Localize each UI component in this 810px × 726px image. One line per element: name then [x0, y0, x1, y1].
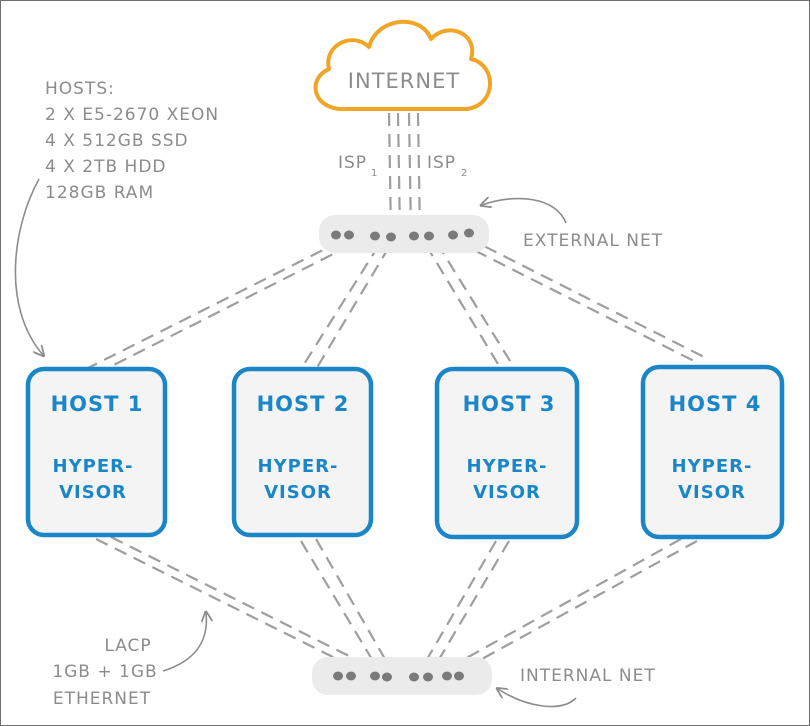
internal-switch-ports: [333, 671, 464, 682]
isp1-subscript: 1: [371, 168, 378, 179]
host-1-title: HOST 1: [51, 392, 144, 416]
internet-cloud: INTERNET: [313, 19, 492, 112]
host-2: HOST 2 HYPER- VISOR: [231, 366, 374, 538]
isp2-label: ISP: [427, 153, 456, 173]
internet-label: INTERNET: [348, 69, 460, 93]
hosts-spec-note: HOSTS: 2 X E5-2670 XEON 4 X 512GB SSD 4 …: [45, 79, 219, 203]
hosts-spec-line: 2 X E5-2670 XEON: [45, 105, 219, 125]
isp1-label: ISP: [338, 153, 367, 173]
host-1-role: VISOR: [59, 482, 127, 503]
host-1-role: HYPER-: [53, 456, 134, 477]
host-4: HOST 4 HYPER- VISOR: [640, 364, 785, 540]
host-2-title: HOST 2: [257, 392, 350, 416]
host-3: HOST 3 HYPER- VISOR: [434, 366, 580, 540]
external-net-arrow: [482, 199, 567, 224]
lacp-line: 1GB + 1GB: [52, 662, 157, 682]
host-3-role: VISOR: [473, 482, 541, 503]
hosts-spec-line: 4 X 2TB HDD: [45, 157, 167, 177]
internal-net-label: INTERNAL NET: [520, 666, 656, 686]
host-4-title: HOST 4: [669, 392, 762, 416]
host-2-role: HYPER-: [258, 456, 339, 477]
internal-links: [95, 536, 698, 666]
lacp-line: ETHERNET: [53, 689, 151, 709]
hosts-spec-line: 128GB RAM: [45, 183, 154, 203]
hosts-spec-line: 4 X 512GB SSD: [45, 131, 189, 151]
external-switch-ports: [331, 228, 474, 242]
isp2-subscript: 2: [461, 168, 468, 179]
hosts-spec-title: HOSTS:: [45, 79, 115, 99]
isp-labels: ISP 1 ISP 2: [338, 153, 468, 179]
external-switch: [319, 215, 489, 253]
internal-switch: [312, 657, 492, 695]
lacp-note: LACP 1GB + 1GB ETHERNET: [52, 636, 157, 709]
external-net-label: EXTERNAL NET: [523, 231, 663, 251]
host-3-title: HOST 3: [463, 392, 556, 416]
external-links: [85, 236, 709, 374]
lacp-line: LACP: [104, 636, 151, 656]
internal-net-arrow: [498, 689, 577, 708]
host-2-role: VISOR: [264, 482, 332, 503]
lacp-arrow: [162, 613, 206, 672]
host-4-role: HYPER-: [672, 456, 753, 477]
host-1: HOST 1 HYPER- VISOR: [25, 366, 168, 538]
host-4-role: VISOR: [678, 482, 746, 503]
hosts-spec-arrow: [14, 178, 43, 355]
host-3-role: HYPER-: [467, 456, 548, 477]
